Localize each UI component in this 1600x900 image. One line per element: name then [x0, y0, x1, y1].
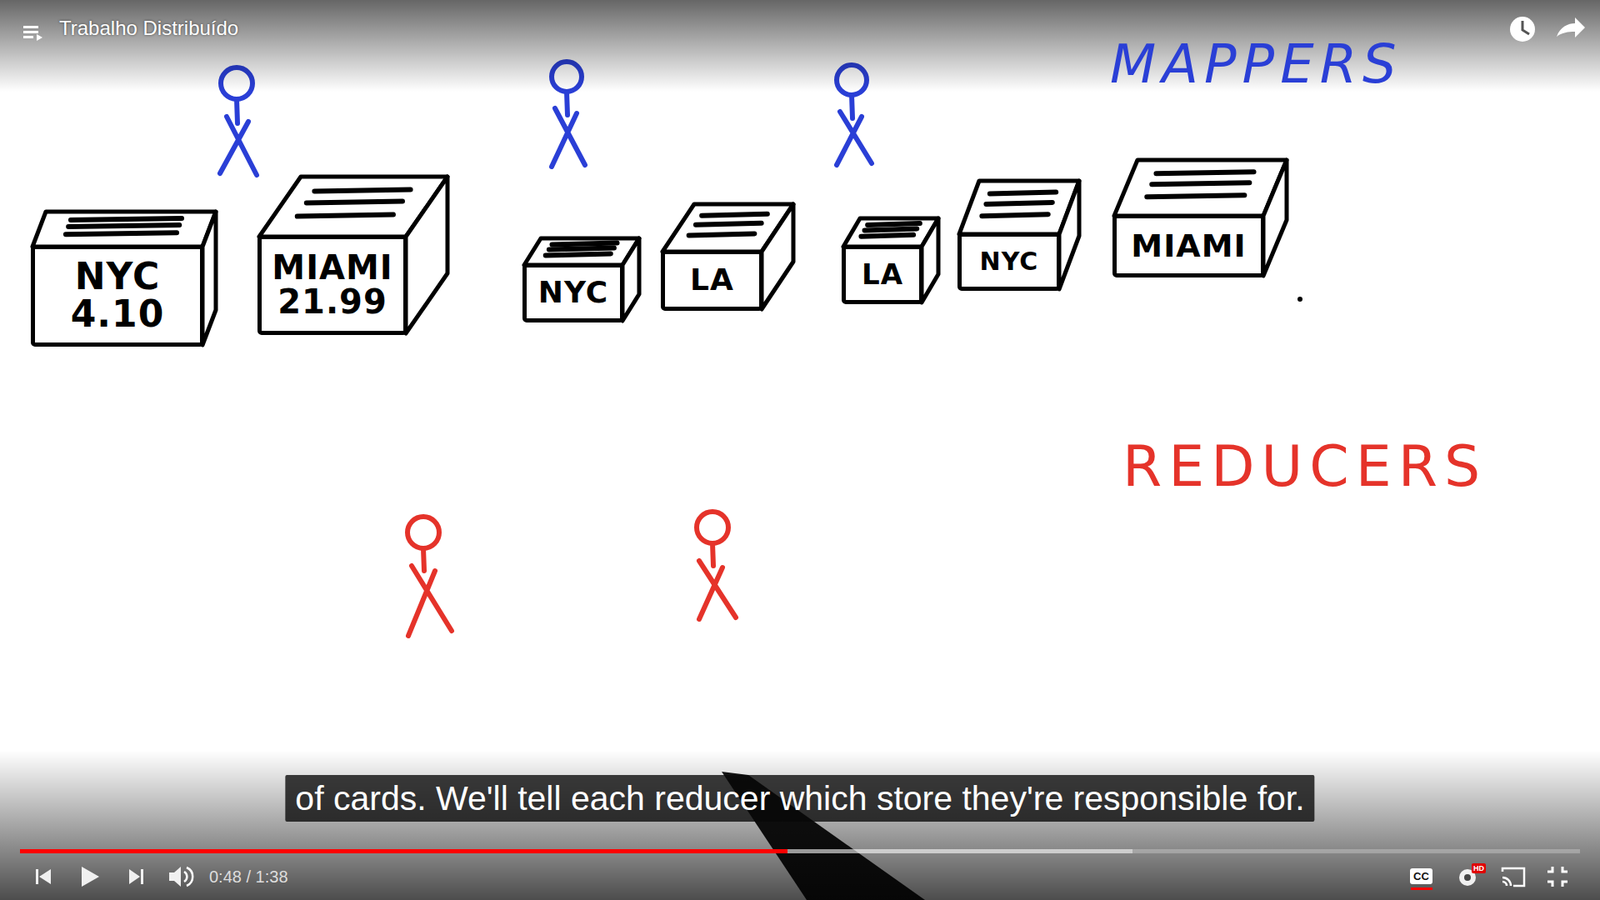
progress-played — [20, 849, 788, 854]
sales-amount: 21.99 — [277, 285, 388, 320]
next-icon — [129, 869, 140, 885]
cast-icon — [1502, 868, 1525, 886]
box-side-face — [921, 218, 939, 303]
prev-icon — [39, 869, 51, 885]
card-scribble — [701, 214, 768, 216]
figure-body — [408, 548, 452, 636]
progress-buffered — [20, 849, 1133, 854]
store-name: LA — [861, 260, 904, 290]
cc-active-bar — [1410, 887, 1433, 890]
store-name: LA — [690, 265, 735, 296]
video-title: Trabalho Distribuído — [59, 16, 239, 40]
prev-bar — [35, 869, 39, 885]
card-scribble — [860, 235, 914, 237]
hd-badge: HD — [1471, 863, 1486, 874]
card-scribble — [68, 225, 180, 227]
bottom-gradient — [0, 750, 1600, 900]
time-display: 0:48 / 1:38 — [209, 867, 289, 887]
figure-head — [407, 516, 440, 549]
store-name: NYC — [75, 258, 160, 296]
reducer-figure — [407, 516, 452, 636]
icon-line — [23, 30, 39, 34]
card-box: NYC — [957, 232, 1061, 291]
cast-waves — [1502, 877, 1511, 886]
playlist-icon — [23, 25, 43, 41]
clock-hands — [1522, 20, 1530, 35]
card-box: NYC — [522, 263, 625, 323]
card-scribble — [865, 228, 918, 230]
card-scribble — [695, 223, 762, 225]
box-side-face — [405, 176, 448, 334]
card-scribble — [70, 218, 182, 220]
reducer-figures — [407, 511, 736, 636]
card-box-3d — [259, 176, 448, 334]
group-heading: MAPPERS — [1110, 33, 1403, 95]
box-top-face — [524, 238, 640, 265]
gear-hole — [1464, 874, 1471, 881]
figure-body — [699, 543, 736, 620]
card-box: MIAMI — [1112, 214, 1265, 278]
card-scribble — [1155, 171, 1254, 174]
card-scribble — [314, 190, 410, 192]
icon-line — [23, 35, 34, 39]
figure-body — [836, 95, 872, 165]
box-top-face — [32, 211, 216, 247]
box-side-face — [761, 204, 794, 310]
progress-track — [20, 849, 1580, 854]
reducer-figure — [696, 511, 736, 620]
card-scribble — [867, 223, 920, 225]
watch-later-icon — [1510, 16, 1535, 42]
next-bar — [140, 869, 144, 885]
card-scribble — [689, 233, 755, 235]
box-top-face — [1114, 160, 1287, 216]
share-icon — [1556, 17, 1585, 38]
card-scribble — [1146, 195, 1245, 197]
box-side-face — [1263, 160, 1287, 276]
play-icon — [81, 866, 100, 887]
icon-play — [36, 34, 43, 41]
store-name: NYC — [538, 277, 609, 309]
card-box-depth — [32, 160, 1287, 345]
captions-button: CC — [1410, 868, 1433, 885]
group-heading: REDUCERS — [1122, 433, 1487, 500]
card-scribble — [981, 214, 1048, 216]
card-box: LA — [841, 245, 924, 305]
box-side-face — [202, 211, 216, 345]
card-scribble — [990, 192, 1056, 195]
box-side-face — [622, 238, 640, 321]
card-scribble — [306, 201, 403, 204]
card-scribble — [297, 215, 394, 217]
sales-amount: 4.10 — [70, 295, 165, 334]
subtitle-text: of cards. We'll tell each reducer which … — [285, 775, 1315, 822]
store-name: MIAMI — [271, 250, 393, 285]
card-box: MIAMI21.99 — [257, 235, 408, 335]
icon-line — [23, 25, 39, 29]
ink-dot — [1297, 296, 1303, 302]
card-box: LA — [660, 250, 764, 311]
card-scribble — [985, 202, 1052, 205]
box-side-face — [1059, 180, 1080, 290]
card-box: NYC4.10 — [30, 245, 205, 347]
card-scribble — [551, 243, 617, 245]
volume-icon — [169, 866, 181, 887]
clock-face — [1510, 16, 1535, 42]
exit-fullscreen-icon — [1547, 866, 1568, 887]
player-controls — [35, 866, 1568, 890]
card-scribble — [65, 232, 177, 235]
card-scribble — [549, 248, 615, 250]
figure-body — [220, 99, 257, 175]
figure-body — [551, 91, 585, 167]
card-scribble — [1151, 182, 1250, 185]
card-scribble — [545, 253, 611, 255]
figure-head — [696, 511, 729, 544]
store-name: NYC — [980, 249, 1040, 275]
store-name: MIAMI — [1130, 230, 1246, 263]
volume-waves — [184, 867, 193, 886]
